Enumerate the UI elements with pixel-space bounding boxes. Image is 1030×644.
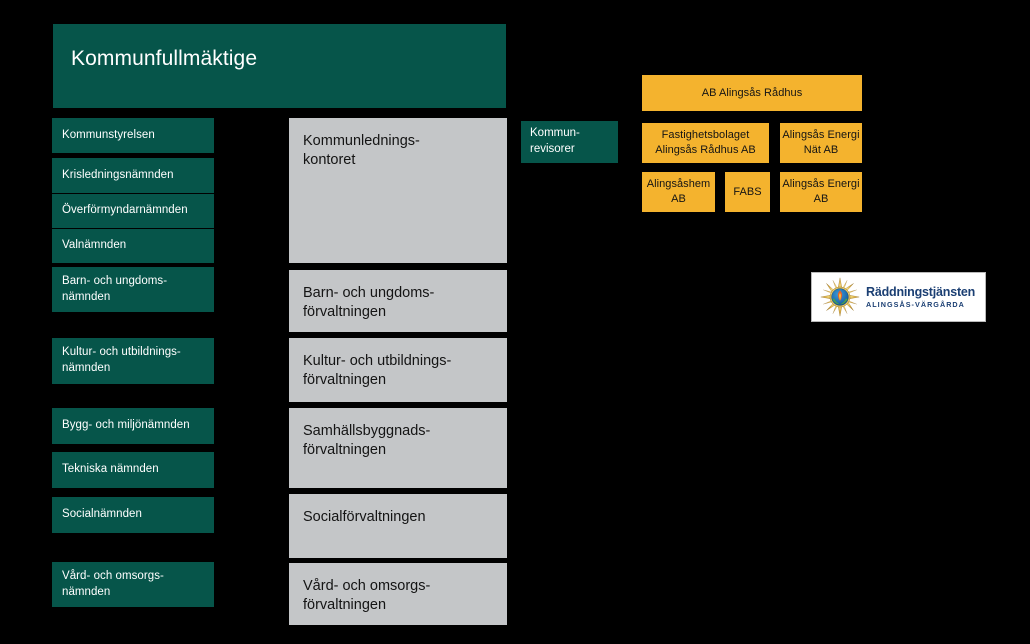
raddningstjansten-name: Räddningstjänsten bbox=[866, 285, 976, 300]
raddningstjansten-wordmark: Räddningstjänsten ALINGSÅS-VÄRGÅRDA bbox=[866, 286, 975, 308]
forvaltning-samhallsbyggnadsforvaltningen: Samhällsbyggnads- förvaltningen bbox=[289, 408, 507, 488]
namnd-socialnamnden: Socialnämnden bbox=[52, 497, 214, 533]
namnd-bygg-och-miljonamnden: Bygg- och miljönämnden bbox=[52, 408, 214, 444]
namnd-barn-och-ungdomsnamnden: Barn- och ungdoms- nämnden bbox=[52, 267, 214, 312]
namnd-valnamnden: Valnämnden bbox=[52, 229, 214, 263]
bolag-alingsas-energi-nat-ab: Alingsås Energi Nät AB bbox=[780, 123, 862, 163]
raddningstjansten-logo-card: Räddningstjänsten ALINGSÅS-VÄRGÅRDA bbox=[811, 272, 986, 322]
fire-brigade-star-emblem-icon bbox=[820, 277, 860, 317]
namnd-kommunstyrelsen: Kommunstyrelsen bbox=[52, 118, 214, 153]
namnd-vard-och-omsorgsnamnden: Vård- och omsorgs- nämnden bbox=[52, 562, 214, 607]
raddningstjansten-region: ALINGSÅS-VÄRGÅRDA bbox=[866, 299, 965, 309]
forvaltning-vard-och-omsorgsforvaltningen: Vård- och omsorgs- förvaltningen bbox=[289, 563, 507, 625]
bolag-fastighetsbolaget-alingsas-radhus-ab: Fastighetsbolaget Alingsås Rådhus AB bbox=[642, 123, 769, 163]
forvaltning-kultur-och-utbildningsforvaltningen: Kultur- och utbildnings- förvaltningen bbox=[289, 338, 507, 402]
namnd-krisledningsnamnden: Krisledningsnämnden bbox=[52, 158, 214, 193]
kommunrevisorer-box: Kommun- revisorer bbox=[521, 121, 618, 163]
bolag-alingsashem-ab: Alingsåshem AB bbox=[642, 172, 715, 212]
forvaltning-kommunledningskontoret: Kommunlednings- kontoret bbox=[289, 118, 507, 263]
bolag-fabs: FABS bbox=[725, 172, 770, 212]
namnd-tekniska-namnden: Tekniska nämnden bbox=[52, 452, 214, 488]
bolag-ab-alingsas-radhus: AB Alingsås Rådhus bbox=[642, 75, 862, 111]
bolag-alingsas-energi-ab: Alingsås Energi AB bbox=[780, 172, 862, 212]
kommunfullmaktige-header: Kommunfullmäktige bbox=[53, 24, 506, 108]
namnd-kultur-och-utbildningsnamnden: Kultur- och utbildnings- nämnden bbox=[52, 338, 214, 384]
forvaltning-socialforvaltningen: Socialförvaltningen bbox=[289, 494, 507, 558]
namnd-overformyndarnamnden: Överförmyndarnämnden bbox=[52, 194, 214, 228]
forvaltning-barn-och-ungdomsforvaltningen: Barn- och ungdoms- förvaltningen bbox=[289, 270, 507, 332]
